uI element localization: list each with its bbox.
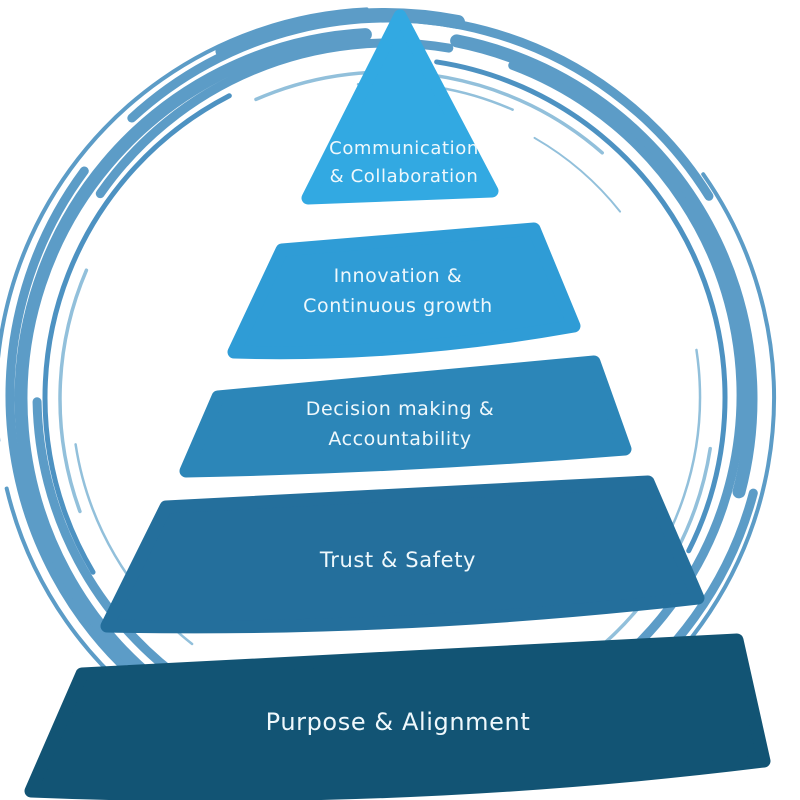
pyramid-level-5-label: Purpose & Alignment [266,708,531,736]
pyramid-level-5-purpose-shape [24,633,771,800]
pyramid-level-4-label: Trust & Safety [319,548,476,572]
pyramid-level-3-label-line-2: Accountability [328,428,471,450]
pyramid-level-3-decision-shape [179,355,632,478]
pyramid-level-2-label-line-2: Continuous growth [303,295,493,317]
pyramid-level-2-innovation-shape [227,222,581,360]
pyramid-level-4-trust-shape [100,475,705,634]
pyramid-level-3-label-line-1: Decision making & [306,398,495,420]
pyramid-level-1-label-line-2: & Collaboration [330,166,479,187]
pyramid-level-2-label-line-1: Innovation & [334,265,463,287]
pyramid-level-1-label-line-1: Communication [329,138,479,159]
pyramid-level-1-communication-shape [301,9,499,205]
